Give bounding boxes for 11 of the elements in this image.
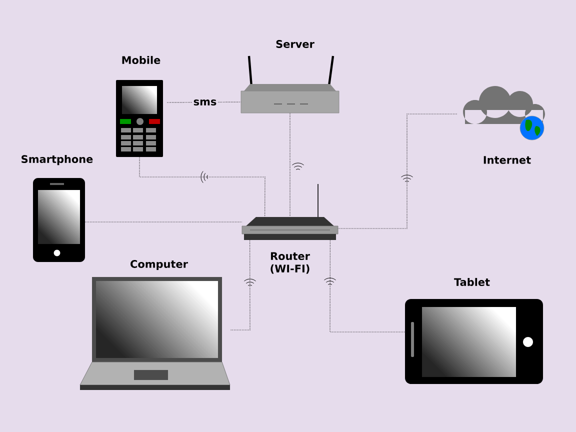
connector-line bbox=[338, 114, 458, 229]
device-label: Smartphone bbox=[22, 154, 93, 166]
device-label: Tablet bbox=[454, 278, 490, 286]
device-label: Router (WI-FI) bbox=[270, 252, 310, 274]
connector-line bbox=[230, 240, 250, 330]
connector-line bbox=[330, 240, 406, 332]
device-label: Internet bbox=[484, 156, 531, 164]
device-label: Server bbox=[276, 40, 314, 48]
device-label: Computer bbox=[130, 260, 188, 270]
device-label: Mobile bbox=[122, 56, 160, 64]
edge-label: sms bbox=[194, 100, 216, 106]
